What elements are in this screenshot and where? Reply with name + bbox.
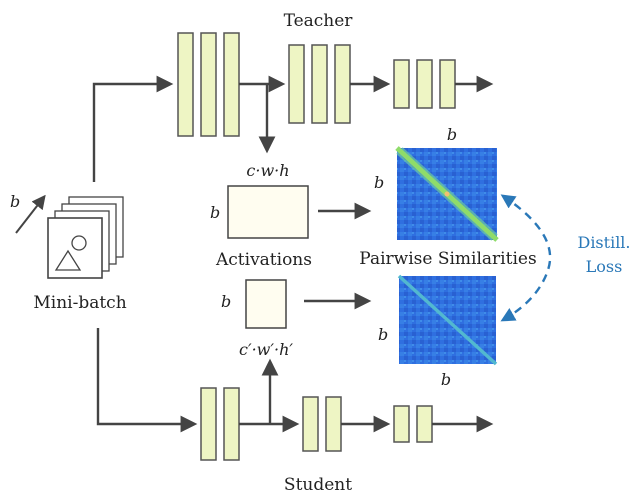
distill-label: Distill.: [577, 233, 630, 252]
teacher-block-1: [177, 32, 240, 137]
pairwise-similarities-label: Pairwise Similarities: [359, 249, 536, 269]
student-activation-matrix: [245, 279, 287, 329]
teacher-sim-row-b: b: [374, 173, 384, 192]
teacher-block-2: [288, 44, 351, 124]
student-activation-dims: c′·w′·h′: [239, 340, 293, 359]
teacher-activation-matrix: [227, 185, 309, 239]
mini-batch-label: Mini-batch: [33, 293, 126, 313]
batch-size-arrow: [15, 194, 46, 234]
distillation-loss-arrow: [500, 194, 552, 322]
student-similarity-heatmap: [397, 274, 498, 366]
image-stack-icon: [47, 196, 124, 279]
student-block-3: [393, 405, 433, 443]
activations-label: Activations: [215, 250, 312, 270]
student-activation-batch: b: [221, 292, 231, 311]
student-block-2: [302, 396, 342, 452]
loss-label: Loss: [586, 257, 623, 276]
teacher-similarity-heatmap: [395, 146, 499, 242]
teacher-activation-dims: c·w·h: [246, 161, 289, 180]
student-label: Student: [284, 475, 352, 495]
student-input-arrow: [96, 328, 198, 433]
student-block-1: [200, 387, 240, 461]
teacher-activation-batch: b: [210, 203, 220, 222]
teacher-block-3: [393, 59, 456, 109]
batch-size-label: b: [10, 192, 20, 211]
teacher-label: Teacher: [284, 11, 354, 31]
teacher-input-arrow: [92, 75, 174, 182]
student-sim-row-b: b: [378, 325, 388, 344]
student-sim-col-b: b: [441, 370, 451, 389]
teacher-sim-col-b: b: [447, 125, 457, 144]
